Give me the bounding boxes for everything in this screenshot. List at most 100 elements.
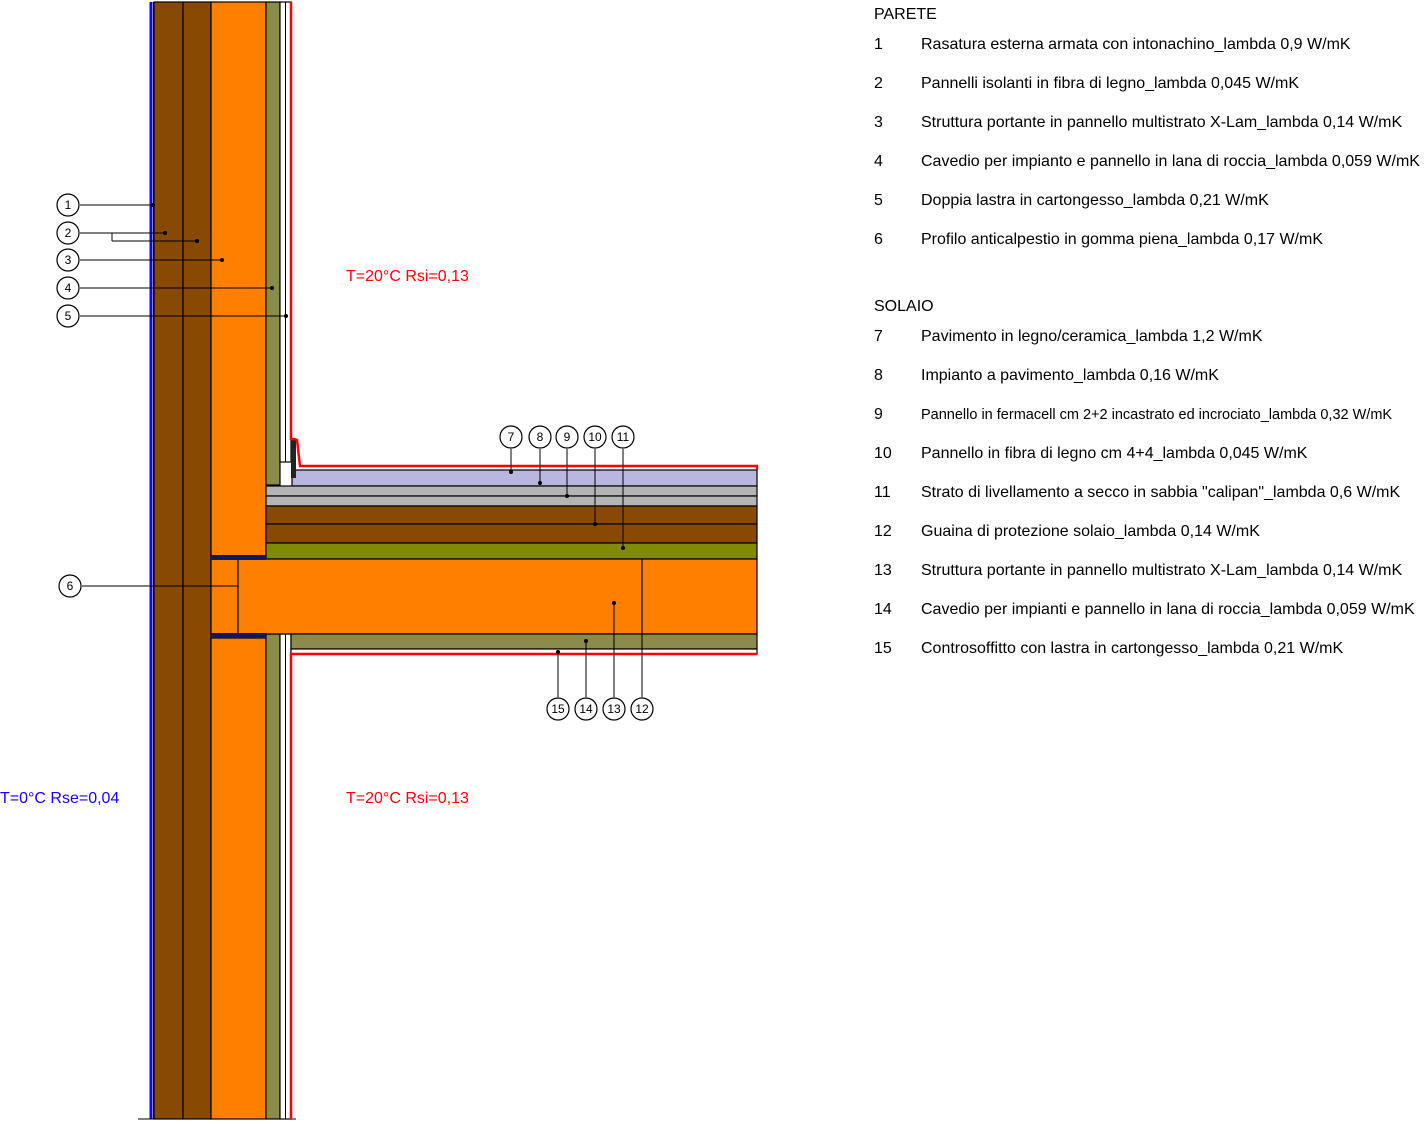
svg-text:9: 9 [564,430,571,444]
svg-text:14: 14 [579,702,593,716]
svg-text:11: 11 [617,430,630,444]
callout-bubble-3: 3 [56,248,80,272]
legend-item-text: Struttura portante in pannello multistra… [921,562,1403,579]
legend-item: 1 Rasatura esterna armata con intonachin… [874,26,1424,65]
svg-text:10: 10 [588,430,602,444]
wall-layer-xlam-upper [210,1,267,558]
svg-text:7: 7 [508,430,515,444]
legend: PARETE 1 Rasatura esterna armata con int… [874,4,1424,669]
callout-bubble-1: 1 [56,193,80,217]
legend-item-number: 10 [874,445,892,462]
legend-item: 12 Guaina di protezione solaio_lambda 0,… [874,513,1424,552]
svg-text:1: 1 [65,198,72,212]
svg-text:12: 12 [635,702,649,716]
legend-item-number: 12 [874,523,892,540]
legend-item: 15 Controsoffitto con lastra in cartonge… [874,630,1424,669]
callout-bubble-12: 12 [630,697,654,721]
legend-item: 11 Strato di livellamento a secco in sab… [874,474,1424,513]
legend-heading-parete: PARETE [874,6,937,23]
legend-item-number: 3 [874,114,883,131]
legend-item: 3 Struttura portante in pannello multist… [874,104,1424,143]
legend-item-text: Doppia lastra in cartongesso_lambda 0,21… [921,192,1269,209]
legend-item-number: 14 [874,601,892,618]
floor-layer-fermacell-b [265,495,758,507]
legend-item-text: Guaina di protezione solaio_lambda 0,14 … [921,523,1260,540]
legend-item-number: 7 [874,328,883,345]
legend-item-text: Pavimento in legno/ceramica_lambda 1,2 W… [921,328,1263,345]
legend-item-text: Rasatura esterna armata con intonachino_… [921,36,1351,53]
callout-bubble-9: 9 [555,425,579,449]
floor-layer-wood-fibre-a [265,505,758,525]
callout-bubble-14: 14 [574,697,598,721]
anticalpestio-profile-bottom [211,633,266,638]
legend-item-number: 11 [874,484,891,501]
legend-item-text: Profilo anticalpestio in gomma piena_lam… [921,231,1323,248]
legend-item-number: 2 [874,75,883,92]
svg-text:6: 6 [67,579,74,593]
floor-layer-finish [291,469,758,487]
legend-item: 10 Pannello in fibra di legno cm 4+4_lam… [874,435,1424,474]
legend-item-text: Impianto a pavimento_lambda 0,16 W/mK [921,367,1219,384]
legend-item-number: 9 [874,406,883,423]
callout-bubble-4: 4 [56,276,80,300]
callouts [80,204,643,697]
callout-bubble-6: 6 [58,574,82,598]
callout-bubble-8: 8 [528,425,552,449]
anticalpestio-profile-top [211,555,266,560]
svg-text:5: 5 [65,309,72,323]
legend-item: 13 Struttura portante in pannello multis… [874,552,1424,591]
legend-item-text: Cavedio per impianto e pannello in lana … [921,153,1420,170]
floor-layer-xlam-slab [210,558,758,635]
legend-item-text: Strato di livellamento a secco in sabbia… [921,484,1401,501]
legend-item-number: 8 [874,367,883,384]
svg-text:15: 15 [551,702,565,716]
callout-bubble-13: 13 [602,697,626,721]
legend-item-number: 4 [874,153,883,170]
legend-item-text: Controsoffitto con lastra in cartongesso… [921,640,1344,657]
callout-bubble-11: 11 [611,425,635,449]
legend-item: 5 Doppia lastra in cartongesso_lambda 0,… [874,182,1424,221]
interior-condition-upper: T=20°C Rsi=0,13 [346,268,469,285]
legend-item: 6 Profilo anticalpestio in gomma piena_l… [874,221,1424,260]
interior-boundary-upper [289,2,759,470]
skirting-strip [291,440,296,478]
floor-layer-calipan [265,542,758,560]
floor-layer-fermacell-a [265,485,758,497]
interior-condition-lower: T=20°C Rsi=0,13 [346,790,469,807]
legend-item: 4 Cavedio per impianto e pannello in lan… [874,143,1424,182]
callout-bubble-10: 10 [583,425,607,449]
floor-layer-rockwool [290,633,758,650]
legend-item-number: 13 [874,562,892,579]
legend-item-text: Pannello in fermacell cm 2+2 incastrato … [921,407,1393,423]
wall-layer-xlam-lower [210,637,267,1120]
callout-bubble-7: 7 [499,425,523,449]
legend-item: 14 Cavedio per impianti e pannello in la… [874,591,1424,630]
legend-item: 2 Pannelli isolanti in fibra di legno_la… [874,65,1424,104]
legend-item-number: 6 [874,231,883,248]
callout-dots [151,203,625,654]
floor-layer-wood-fibre-b [265,523,758,544]
wall-layer-wood-fibre-inner [182,1,212,1120]
callout-bubble-5: 5 [56,304,80,328]
svg-text:13: 13 [607,702,621,716]
callout-bubble-2: 2 [56,221,80,245]
wall-layer-wood-fibre-outer [153,1,184,1120]
legend-heading-solaio: SOLAIO [874,298,934,315]
wall-layer-rockwool-upper [265,1,281,486]
legend-item-text: Cavedio per impianti e pannello in lana … [921,601,1415,618]
interior-boundary-lower [289,652,757,1119]
svg-text:8: 8 [537,430,544,444]
wall-layer-rockwool-lower [265,633,281,1120]
legend-item-text: Pannelli isolanti in fibra di legno_lamb… [921,75,1299,92]
svg-text:4: 4 [65,281,72,295]
floor-layers [210,469,758,655]
legend-item-text: Struttura portante in pannello multistra… [921,114,1403,131]
legend-item-number: 1 [874,36,883,53]
legend-item: 9 Pannello in fermacell cm 2+2 incastrat… [874,396,1424,435]
legend-spacer [874,260,1424,296]
legend-item-number: 5 [874,192,883,209]
legend-item: 7 Pavimento in legno/ceramica_lambda 1,2… [874,318,1424,357]
legend-item-number: 15 [874,640,892,657]
callout-bubble-15: 15 [546,697,570,721]
